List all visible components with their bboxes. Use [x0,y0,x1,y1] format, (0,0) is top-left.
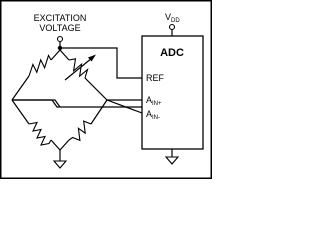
ain-minus-wire-down [106,99,143,114]
adc-ground-icon [164,156,180,165]
excitation-label-line2: VOLTAGE [39,23,80,33]
variable-arrowhead-icon [88,54,96,62]
bridge-wire-left-lower [11,99,30,125]
vdd-label: VDD [165,12,180,24]
adc-title: ADC [160,47,184,59]
bridge-ground-icon [52,160,68,169]
adc-ain-plus-label: AIN+ [146,95,162,107]
bridge-wire-top-right [59,49,70,61]
variable-resistor-icon [68,58,89,79]
strain-gauge-bridge-diagram: EXCITATION VOLTAGE ADC REF AIN+ AIN- VDD [0,0,212,179]
adc-ref-label: REF [146,73,165,83]
excitation-terminal-icon [56,35,64,43]
bridge-wire-top-left [50,49,61,61]
variable-arrow-shaft [64,57,93,81]
bridge-wire-bottom-left [50,139,61,151]
vdd-terminal-icon [168,23,176,31]
ref-wire [60,47,142,79]
resistor-bottom-left-icon [28,121,52,146]
resistor-top-left-icon [28,53,52,77]
bridge-wire-left-upper [11,75,30,101]
bridge-wire-bottom-right [59,139,70,151]
excitation-label-line1: EXCITATION [34,13,87,23]
ain-plus-wire-crossing [12,99,142,108]
bridge-wire-right-upper [84,77,108,101]
adc-ain-minus-label: AIN- [146,109,160,121]
bridge-wire-right-lower [90,99,108,125]
diagram-frame [0,0,212,179]
resistor-bottom-right-icon [68,120,92,142]
adc-block [141,35,204,150]
